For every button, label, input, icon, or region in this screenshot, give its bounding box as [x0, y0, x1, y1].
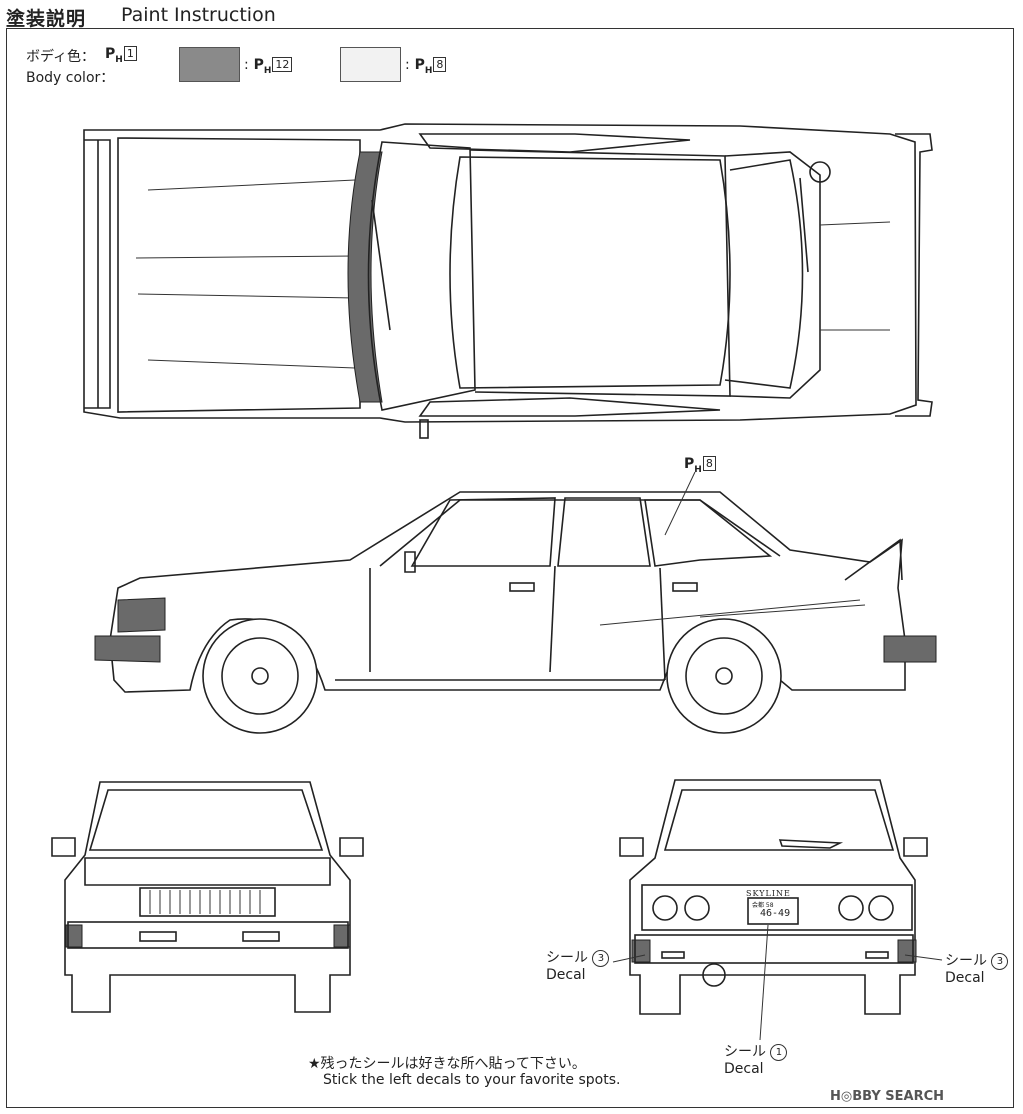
title-japanese: 塗装説明: [6, 8, 87, 30]
decal-right-callout: シール 3 Decal: [945, 950, 1009, 986]
color-swatch-light: [340, 47, 401, 82]
car-top-view-icon: [83, 123, 933, 439]
body-color-label-jp: ボディ色：: [26, 49, 96, 65]
decal-bottom-leader: [759, 924, 769, 1041]
decal-left-callout: シール 3 Decal: [546, 947, 610, 983]
diagram-frame: [6, 28, 1014, 1108]
car-front-view-icon: [51, 781, 364, 1013]
decal-left-leader: [612, 954, 646, 963]
decal-bottom-callout: シール 1 Decal: [724, 1041, 788, 1077]
plate-top-text: 会都 58: [752, 902, 774, 909]
decal-right-leader: [904, 954, 943, 961]
plate-number: 46-49: [760, 908, 791, 919]
skyline-badge: SKYLINE: [746, 889, 791, 898]
title-english: Paint Instruction: [121, 4, 276, 26]
note-english: Stick the left decals to your favorite s…: [323, 1072, 621, 1088]
watermark: H◎BBY SEARCH: [830, 1089, 945, 1104]
paint-callout-line: [664, 471, 696, 536]
note-japanese: ★残ったシールは好きな所へ貼って下さい。: [308, 1056, 586, 1072]
car-side-view-icon: [94, 491, 937, 734]
body-color-label-en: Body color：: [26, 70, 115, 86]
color-swatch-dark: [179, 47, 240, 82]
